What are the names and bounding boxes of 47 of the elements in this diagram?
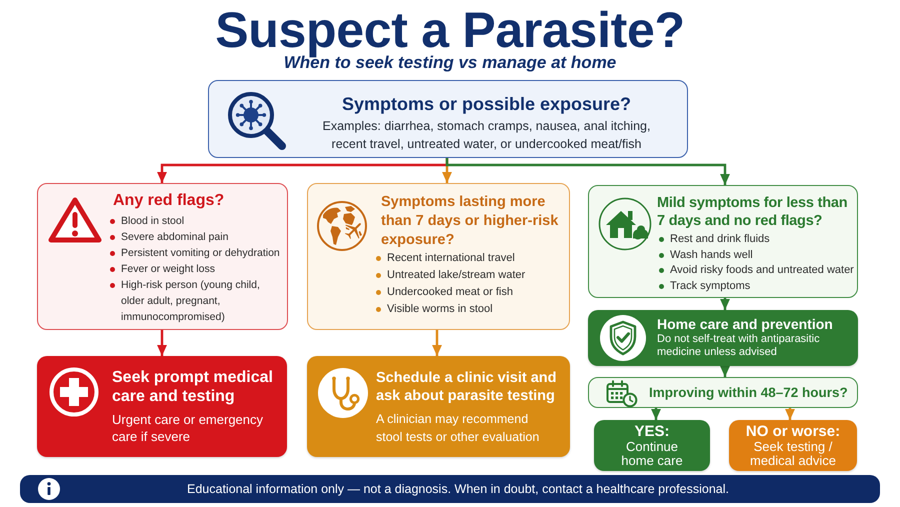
outcome-label: NO or worse: <box>746 424 840 440</box>
bullet-item: Rest and drink fluids <box>657 232 770 248</box>
decision-box <box>37 183 288 330</box>
bullet-item: Track symptoms <box>657 278 750 294</box>
heading: Seek prompt medical care and testing <box>112 368 274 406</box>
action-box <box>37 356 287 457</box>
action-box <box>307 356 570 457</box>
heading: Home care and prevention <box>657 316 833 333</box>
heading: Schedule a clinic visit and ask about parasite testing <box>376 369 558 405</box>
outcome-text: Continue home care <box>620 440 684 468</box>
bullet-item: Undercooked meat or fish <box>374 284 513 301</box>
outcome-box <box>729 420 857 471</box>
heading: Any red flags? <box>113 191 224 211</box>
heading: Mild symptoms for less than 7 days and no red flags? <box>657 194 848 230</box>
heading: Symptoms lasting more than 7 days or higher-risk exposure? <box>381 193 560 250</box>
flow-arrow <box>157 330 167 356</box>
question-box <box>588 377 858 408</box>
bullet-item: Severe abdominal pain <box>108 229 228 245</box>
bullet-item: Recent international travel <box>374 250 515 267</box>
flow-arrow <box>446 158 730 185</box>
question-box <box>208 80 688 158</box>
action-box <box>588 310 858 366</box>
question-text: Improving within 48–72 hours? <box>649 384 848 402</box>
heading: Symptoms or possible exposure? <box>342 93 632 115</box>
decision-box <box>307 183 570 330</box>
description: Urgent care or emergency care if severe <box>112 411 264 445</box>
description: A clinician may recommend stool tests or other evaluation <box>376 411 540 446</box>
flow-arrow <box>720 366 730 377</box>
bullet-item: Avoid risky foods and untreated water <box>657 263 854 278</box>
flow-arrow <box>432 330 442 356</box>
decision-box <box>588 185 858 298</box>
bullet-item: High-risk person (young child, older adult, pregnant, immunocompromised) <box>108 277 286 325</box>
flow-arrow <box>785 408 795 420</box>
description: Do not self-treat with antiparasitic medicine unless advised <box>657 333 821 359</box>
bullet-item: Wash hands well <box>657 248 753 263</box>
bullet-item: Visible worms in stool <box>374 301 493 318</box>
description: Examples: diarrhea, stomach cramps, nausea, anal itching, recent travel, untreated water, or undercooked meat/fish <box>322 118 652 153</box>
flow-arrow <box>651 408 661 420</box>
flow-arrow <box>720 298 730 310</box>
outcome-box <box>594 420 710 471</box>
outcome-text: Seek testing / medical advice <box>749 440 837 468</box>
bullet-item: Blood in stool <box>108 213 184 229</box>
outcome-label: YES: <box>634 424 670 440</box>
disclaimer-text: Educational information only — not a diagnosis. When in doubt, contact a healthcare professional. <box>187 481 729 497</box>
bullet-item: Untreated lake/stream water <box>374 267 526 284</box>
bullet-item: Persistent vomiting or dehydration <box>108 245 280 261</box>
bullet-item: Fever or weight loss <box>108 261 215 277</box>
